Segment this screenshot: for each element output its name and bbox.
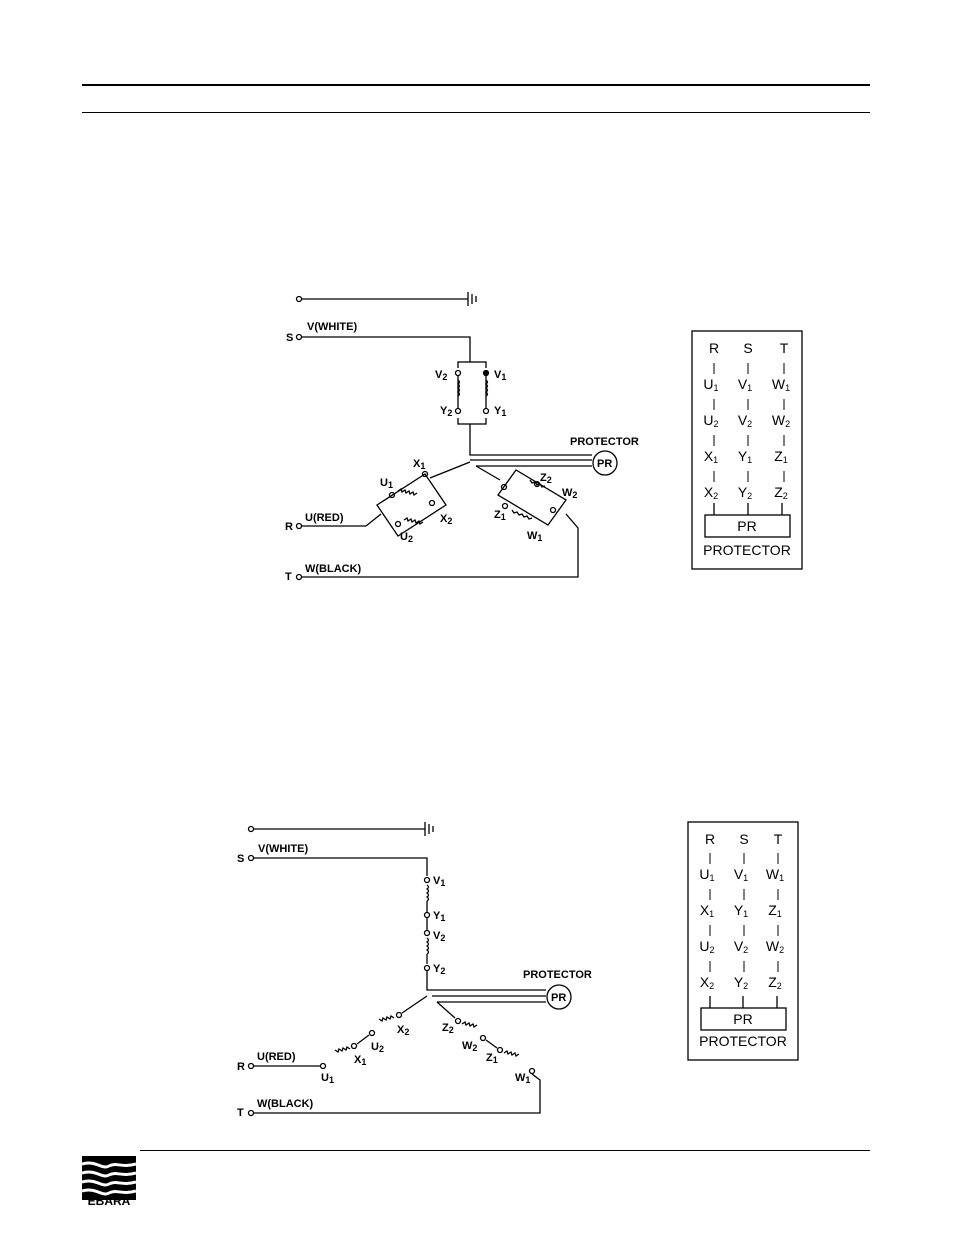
svg-text:X1: X1: [354, 1054, 366, 1067]
svg-text:U2: U2: [371, 1041, 384, 1054]
table-cell: X1: [700, 902, 714, 919]
svg-text:Z1: Z1: [486, 1052, 498, 1065]
svg-text:V1: V1: [433, 875, 445, 888]
table-cell: V1: [734, 866, 748, 883]
table-cell: Y1: [734, 902, 748, 919]
table-protector-caption: PROTECTOR: [699, 1033, 787, 1049]
svg-text:U1: U1: [321, 1072, 334, 1085]
svg-text:X2: X2: [397, 1024, 409, 1037]
table-cell: Z2: [768, 974, 782, 991]
table-header-r: R: [705, 831, 715, 847]
table-cell: Y2: [734, 974, 748, 991]
table-cell: U1: [699, 866, 714, 883]
svg-text:Y1: Y1: [433, 910, 445, 923]
svg-text:W1: W1: [515, 1072, 530, 1085]
footer-rule: [140, 1150, 870, 1151]
table-cell: Z1: [768, 902, 782, 919]
table-cell: W2: [766, 938, 784, 955]
terminal-s-label-2: S: [237, 853, 244, 865]
table-header-s: S: [739, 831, 748, 847]
protector-pr-label-2: PR: [551, 992, 566, 1004]
table-cell: X2: [700, 974, 714, 991]
table-cell: V2: [734, 938, 748, 955]
svg-text:W2: W2: [462, 1040, 477, 1053]
terminal-t-label-2: T: [237, 1107, 244, 1119]
svg-text:Z2: Z2: [442, 1022, 454, 1035]
table-pr-label: PR: [733, 1011, 752, 1027]
svg-text:V2: V2: [433, 930, 445, 943]
wire-u-label-2: U(RED): [257, 1051, 296, 1063]
protector-label-2: PROTECTOR: [523, 969, 592, 981]
svg-text:Y2: Y2: [433, 963, 445, 976]
wiring-diagram-bottom: S V(WHITE) R U(RED) T W(BLACK) PROTECTOR…: [0, 0, 954, 1150]
terminal-r-label-2: R: [237, 1061, 245, 1073]
logo-text: EBARA: [82, 1194, 136, 1208]
table-header-t: T: [774, 831, 783, 847]
wire-v-label-2: V(WHITE): [258, 843, 308, 855]
table-cell: W1: [766, 866, 784, 883]
wire-w-label-2: W(BLACK): [257, 1098, 314, 1110]
table-cell: U2: [699, 938, 714, 955]
